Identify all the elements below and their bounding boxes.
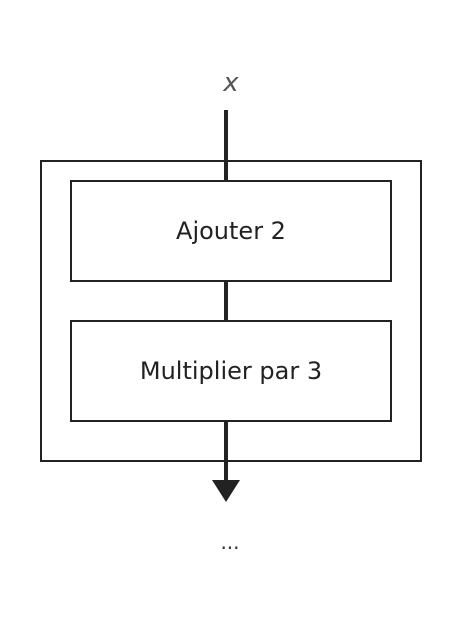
input-connector-line <box>224 110 228 180</box>
step-connector-line <box>224 280 228 320</box>
step-box-add: Ajouter 2 <box>70 180 392 282</box>
step-label-add: Ajouter 2 <box>176 217 286 245</box>
output-arrow-head-icon <box>212 480 240 502</box>
function-machine-frame <box>40 160 422 462</box>
step-box-multiply: Multiplier par 3 <box>70 320 392 422</box>
output-placeholder: ... <box>220 530 240 554</box>
step-label-multiply: Multiplier par 3 <box>139 357 323 385</box>
output-connector-line <box>224 420 228 482</box>
input-variable-label: x <box>223 68 239 98</box>
